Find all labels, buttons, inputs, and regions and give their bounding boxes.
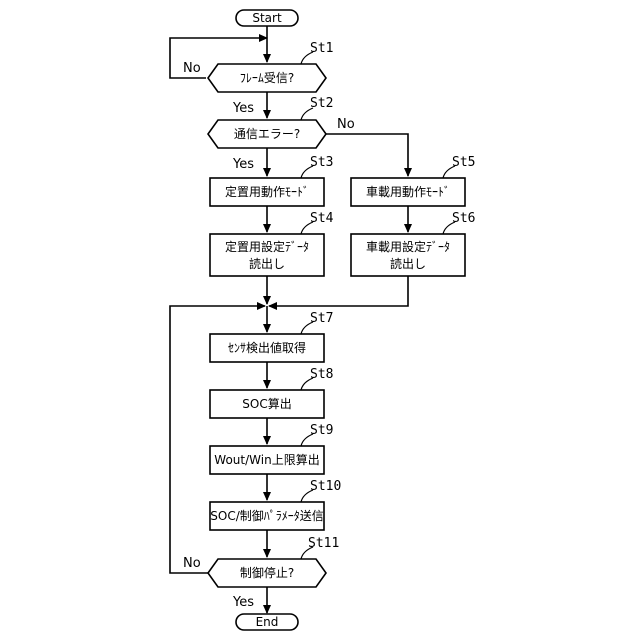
- st6-step-label: St6: [452, 211, 475, 226]
- st5-step-label: St5: [452, 155, 475, 170]
- st11-yes-label: Yes: [232, 595, 254, 610]
- st9-step-label: St9: [310, 423, 333, 438]
- st11-no-label: No: [183, 556, 201, 571]
- st9-text: Wout/Win上限算出: [214, 452, 319, 467]
- st2-yes-label: Yes: [232, 157, 254, 172]
- st6-text-line2: 読出し: [390, 256, 426, 271]
- st7-step-label: St7: [310, 311, 333, 326]
- st7-text: ｾﾝｻ検出値取得: [228, 340, 306, 355]
- arrow-st2-no-st5: [326, 134, 408, 176]
- st11-text: 制御停止?: [240, 565, 294, 580]
- st11-step-label: St11: [308, 536, 339, 551]
- st8-step-label: St8: [310, 367, 333, 382]
- st8-text: SOC算出: [242, 396, 291, 411]
- st1-yes-label: Yes: [232, 101, 254, 116]
- start-label: Start: [252, 11, 282, 25]
- st2-text: 通信エラー?: [234, 127, 300, 141]
- st4-step-label: St4: [310, 211, 334, 226]
- st6-text-line1: 車載用設定ﾃﾞｰﾀ: [366, 239, 450, 254]
- st2-step-label: St2: [310, 96, 333, 111]
- st4-text-line1: 定置用設定ﾃﾞｰﾀ: [225, 239, 309, 254]
- st4-text-line2: 読出し: [249, 256, 285, 271]
- st2-no-label: No: [337, 117, 355, 132]
- arrow-st6-merge: [269, 276, 408, 306]
- st10-text: SOC/制御ﾊﾟﾗﾒｰﾀ送信: [210, 508, 324, 523]
- st10-step-label: St10: [310, 479, 341, 494]
- end-label: End: [256, 615, 279, 629]
- st1-text: ﾌﾚｰﾑ受信?: [240, 71, 294, 85]
- st1-no-label: No: [183, 61, 201, 76]
- st3-text: 定置用動作ﾓｰﾄﾞ: [225, 184, 309, 199]
- st1-step-label: St1: [310, 41, 333, 56]
- st3-step-label: St3: [310, 155, 333, 170]
- st5-text: 車載用動作ﾓｰﾄﾞ: [366, 185, 450, 199]
